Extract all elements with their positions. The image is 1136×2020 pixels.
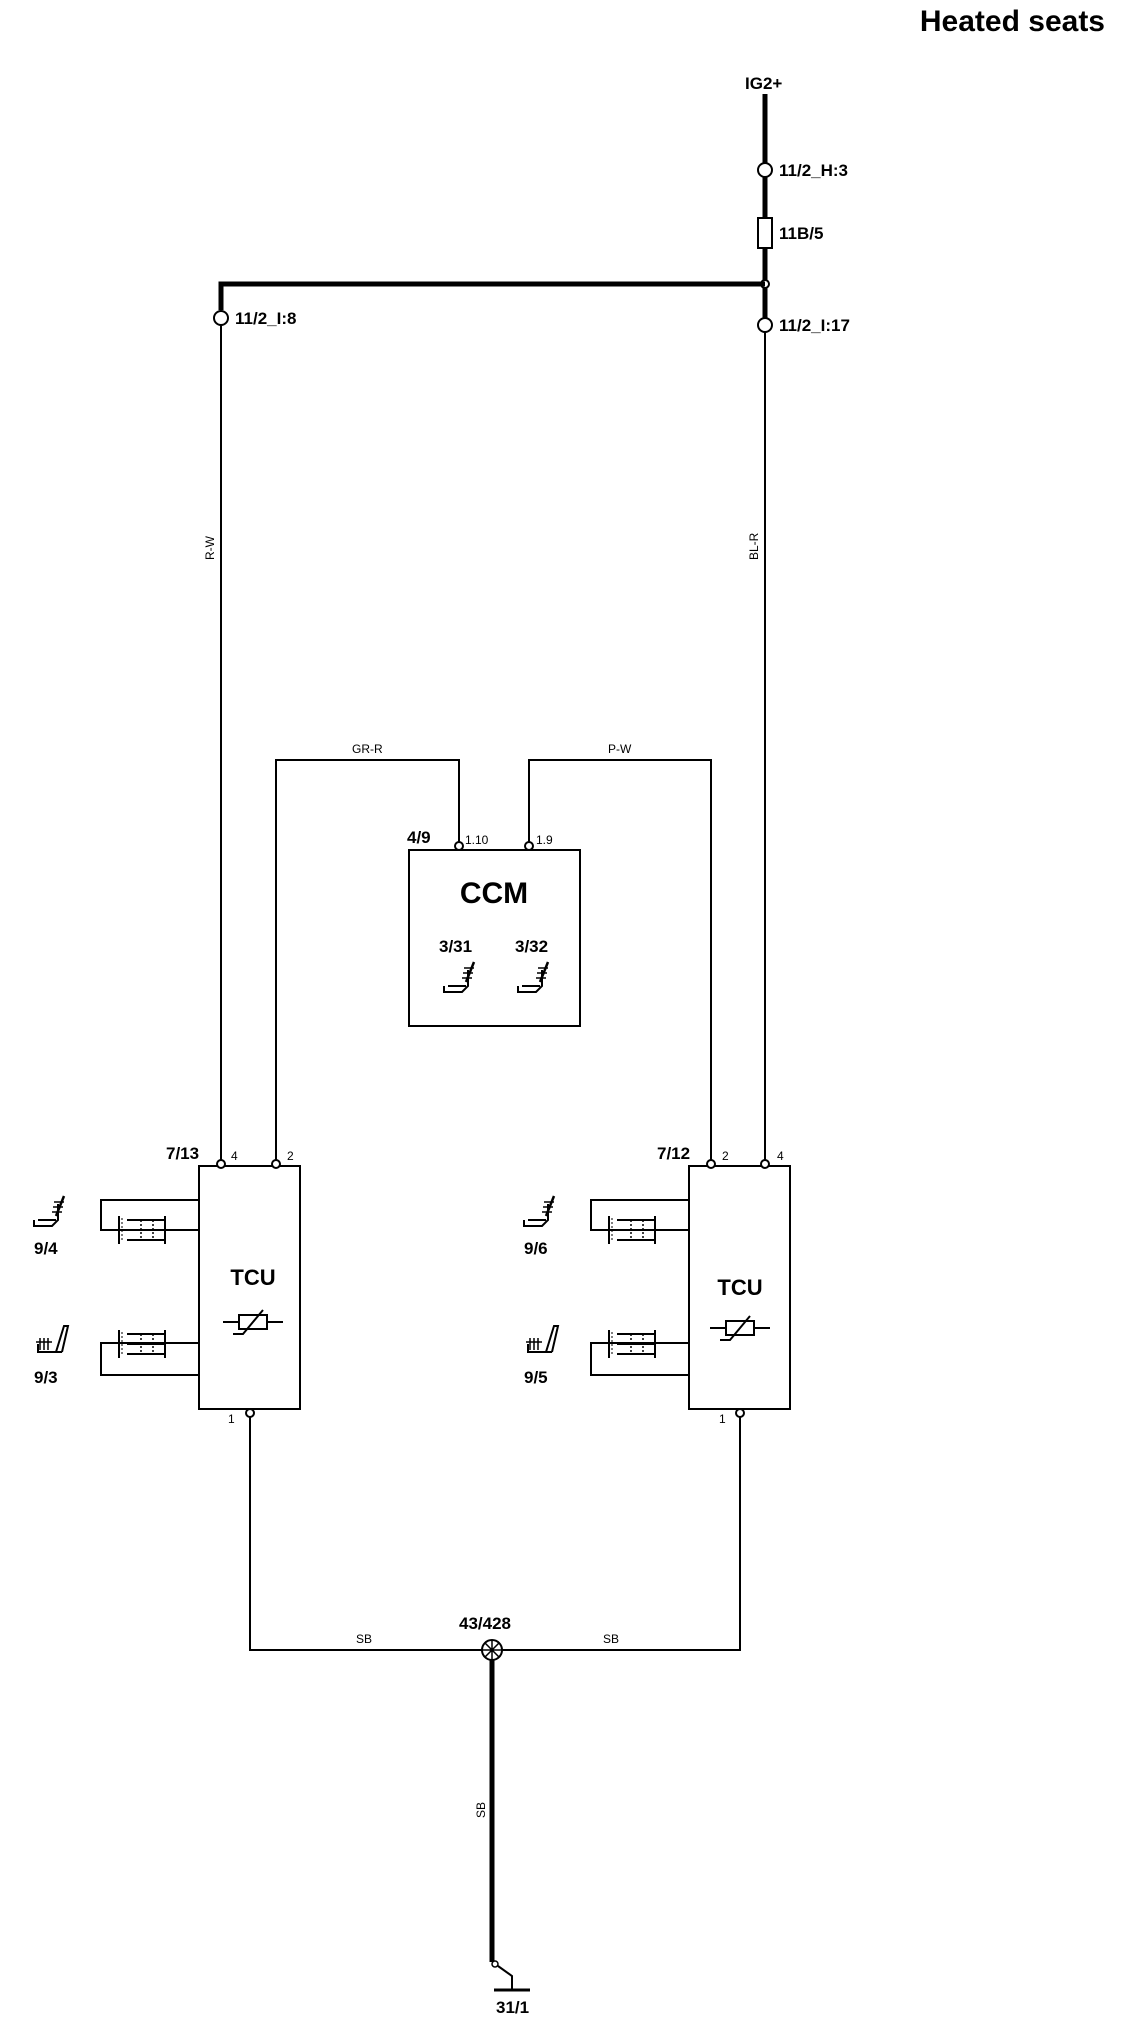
- tcu-right-pin-signal-label: 2: [722, 1149, 729, 1163]
- ccm-ref: 4/9: [407, 828, 431, 847]
- tcu-right-ref: 7/12: [657, 1144, 690, 1163]
- connector-h3-icon: [757, 162, 773, 178]
- ccm-switch-left-label: 3/31: [439, 937, 472, 956]
- tcu-right-seat-back-label: 9/6: [524, 1239, 548, 1258]
- seat-cushion-heater-icon: [35, 1325, 69, 1353]
- right-cushion-loop: [590, 1342, 689, 1376]
- tcu-right-seat-cushion-label: 9/5: [524, 1368, 548, 1387]
- wire-label-bl-r: BL-R: [747, 532, 761, 560]
- wire-p-w: [528, 759, 712, 1160]
- connector-i17-label: 11/2_I:17: [779, 316, 850, 335]
- ccm-name: CCM: [460, 877, 528, 910]
- wire-label-ground-left: SB: [356, 1632, 372, 1646]
- fuse-label: 11B/5: [779, 224, 823, 243]
- ccm-pin-a-label: 1.10: [465, 833, 489, 847]
- fuse-icon: [757, 217, 773, 249]
- seat-back-heater-icon: [522, 1194, 556, 1228]
- wire-label-r-w: R-W: [203, 535, 217, 560]
- ccm-pin-1-10: [454, 841, 464, 851]
- tcu-right-pin-2: [706, 1159, 716, 1169]
- tcu-left-pin-2: [271, 1159, 281, 1169]
- tcu-left-pin-ground-label: 1: [228, 1412, 235, 1426]
- wire-label-ground-main: SB: [474, 1802, 488, 1818]
- right-back-loop: [590, 1199, 689, 1231]
- ccm-pin-b-label: 1.9: [536, 833, 553, 847]
- connector-i8-label: 11/2_I:8: [235, 309, 296, 328]
- splice-icon: [481, 1639, 503, 1661]
- tcu-right-pin-supply-label: 4: [777, 1149, 784, 1163]
- ground-point-label: 31/1: [496, 1998, 529, 2017]
- tcu-left-pin-supply-label: 4: [231, 1149, 238, 1163]
- tcu-left-seat-back-label: 9/4: [34, 1239, 58, 1258]
- connector-h3-label: 11/2_H:3: [779, 161, 848, 180]
- tcu-right-name: TCU: [717, 1275, 762, 1300]
- wire-label-p-w: P-W: [608, 742, 632, 756]
- wire-ground-right: [492, 1417, 741, 1651]
- left-back-loop: [100, 1199, 199, 1231]
- wire-label-ground-right: SB: [603, 1632, 619, 1646]
- page-title: Heated seats: [920, 5, 1105, 38]
- tcu-left-name: TCU: [230, 1265, 275, 1290]
- left-cushion-loop: [100, 1342, 199, 1376]
- tcu-left-pin-1: [245, 1408, 255, 1418]
- wire-gr-r: [275, 759, 460, 1160]
- tcu-right-pin-1: [735, 1408, 745, 1418]
- seat-cushion-heater-icon: [525, 1325, 559, 1353]
- connector-i17-icon: [757, 317, 773, 333]
- seat-back-heater-icon: [32, 1194, 66, 1228]
- tcu-right-pin-4: [760, 1159, 770, 1169]
- tcu-left-pin-4: [216, 1159, 226, 1169]
- wire-ground-left: [249, 1417, 492, 1651]
- tcu-left-pin-signal-label: 2: [287, 1149, 294, 1163]
- connector-i8-icon: [213, 310, 229, 326]
- supply-bus-wire: [218, 281, 765, 310]
- ccm-module: [408, 849, 581, 1027]
- ccm-pin-1-9: [524, 841, 534, 851]
- wire-label-gr-r: GR-R: [352, 742, 383, 756]
- ground-icon: [491, 1960, 530, 1992]
- tcu-left-ref: 7/13: [166, 1144, 199, 1163]
- ig2-supply-label: IG2+: [745, 74, 782, 93]
- tcu-left-seat-cushion-label: 9/3: [34, 1368, 58, 1387]
- tcu-right-pin-ground-label: 1: [719, 1412, 726, 1426]
- splice-ref: 43/428: [459, 1614, 511, 1633]
- ccm-switch-right-label: 3/32: [515, 937, 548, 956]
